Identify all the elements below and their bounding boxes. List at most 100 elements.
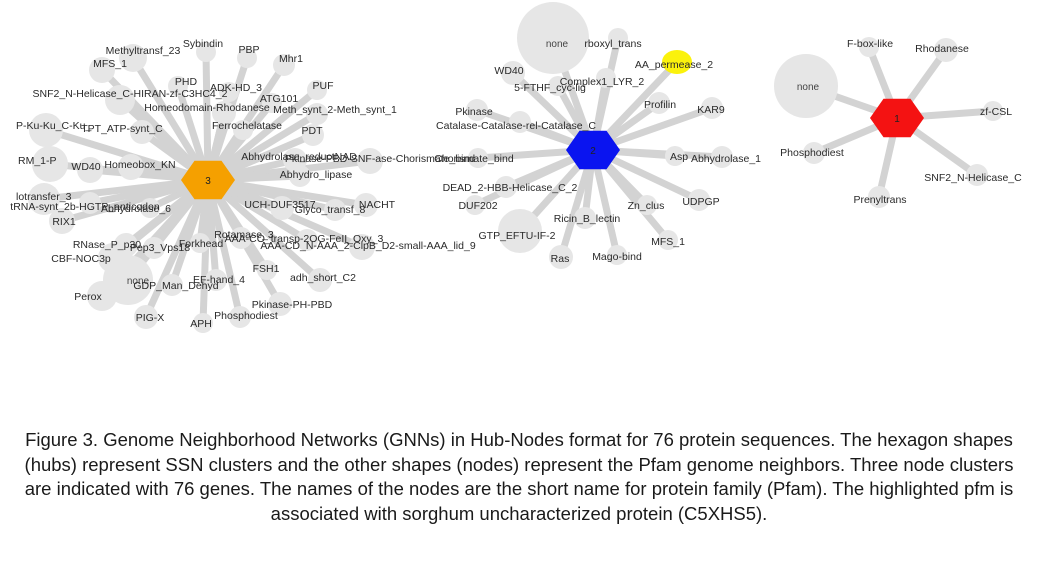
node-trna-synt-2b-hgtp-anticodon	[79, 192, 101, 214]
node-none	[517, 2, 589, 74]
node-sybindin	[196, 42, 216, 62]
node-ras	[549, 245, 573, 269]
node-label-zf-csl: zf-CSL	[980, 106, 1012, 118]
node-meth-synt-2-meth-synt-1	[306, 103, 328, 125]
node-label-udpgp: UDPGP	[682, 196, 719, 208]
node-profilin	[648, 92, 670, 114]
edge-c3-sybindin	[202, 48, 212, 184]
node-wd40	[77, 157, 103, 183]
node-label-nacht: NACHT	[359, 199, 396, 211]
node-label-abhydrolase-reductnad: Abhydrolase_reductNAD	[241, 151, 357, 163]
node-label-rnase-p-p30: RNase_P_p30	[73, 239, 141, 251]
node-label-mhr1: Mhr1	[279, 53, 303, 65]
node-label-asp: Asp	[670, 151, 688, 163]
node-label-abhydrolase-6: Abhydrolase_6	[101, 203, 171, 215]
node-label-trna-synt-2b-hgtp-anticodon: tRNA-synt_2b-HGTP_anticodon	[10, 201, 160, 213]
node-label-uch-duf3517: UCH-DUF3517	[244, 199, 315, 211]
node-label-phosphodiest: Phosphodiest	[780, 147, 844, 159]
node-label-sybindin: Sybindin	[183, 38, 223, 50]
node-label-pkinase-ph-pbd: Pkinase-PH-PBD	[252, 299, 333, 311]
node-label-glyco-transf-8: Glyco_transf_8	[295, 204, 366, 216]
node-nacht	[354, 193, 378, 217]
node-atg101	[262, 93, 282, 113]
node-forkhead	[190, 233, 210, 253]
node-label-ef-hand-4: EF-hand_4	[193, 274, 245, 286]
node-glyco-transf-8	[324, 199, 346, 221]
node-rhodanese	[934, 38, 958, 62]
network-hubs: 321	[181, 98, 924, 200]
node-none	[774, 54, 838, 118]
node-puf	[307, 80, 327, 100]
node-label-cbf-noc3p: CBF-NOC3p	[51, 253, 111, 265]
node-label-lotransfer-3: lotransfer_3	[16, 191, 72, 203]
node-aaa-co-transp-2og-feii-oxy-3	[296, 229, 318, 251]
node-label-p-ku-ku-c-ku: P-Ku-Ku_C-Ku_	[16, 120, 91, 132]
edge-c3-rix1	[58, 176, 212, 225]
node-label-catalase-catalase-rel-catalase-c: Catalase-Catalase-rel-Catalase_C	[436, 120, 596, 132]
hub-hexagon-c2	[566, 130, 620, 170]
node-label-f-box-like: F-box-like	[847, 38, 893, 50]
node-rix1	[49, 208, 75, 234]
node-uch-duf3517	[270, 196, 294, 220]
node-label-complex1-lyr-2: Complex1_LYR_2	[560, 76, 645, 88]
node-label-aph: APH	[190, 318, 212, 330]
node-kar9	[701, 97, 723, 119]
node-label-adh-short-c2: adh_short_C2	[290, 272, 356, 284]
node-homeodomain-rhodanese	[212, 101, 236, 125]
node-label-gdp-man-dehyd: GDP_Man_Dehyd	[133, 280, 218, 292]
node-adk-hd-3	[219, 82, 239, 102]
node-pkinase-ph-pbd	[268, 292, 292, 316]
node-label-prenyltrans: Prenyltrans	[853, 194, 906, 206]
node-phosphodiest	[803, 142, 825, 164]
node-label-abhydro-lipase: Abhydro_lipase	[280, 169, 353, 181]
hub-label-c2: 2	[590, 146, 596, 157]
node-label-phosphodiest: Phosphodiest	[214, 310, 278, 322]
node-mago-bind	[607, 245, 627, 265]
node-rboxyl-trans	[608, 28, 628, 48]
node-label-gtp-eftu-if-2: GTP_EFTU-IF-2	[478, 230, 555, 242]
node-label-rotamase-3: Rotamase_3	[214, 229, 274, 241]
node-pkinase	[466, 99, 488, 121]
node-label-fsh1: FSH1	[253, 263, 280, 275]
node-label-homeobox-kn: Homeobox_KN	[104, 159, 175, 171]
node-f-box-like	[859, 37, 879, 57]
node-homeobox-kn	[118, 154, 144, 180]
node-complex1-lyr-2	[596, 68, 616, 88]
node-snf2-n-helicase-c	[966, 164, 988, 186]
node-ferrochelatase	[233, 120, 253, 140]
node-duf202	[465, 195, 485, 215]
node-rm-1-p	[32, 146, 68, 182]
node-mfs-1	[658, 230, 678, 250]
node-dead-2-hbb-helicase-c-2	[495, 176, 517, 198]
node-pep3-vps18	[143, 237, 165, 259]
figure-caption: Figure 3. Genome Neighborhood Networks (…	[24, 429, 1014, 524]
node-pbp	[237, 48, 257, 68]
node-catalase-catalase-rel-catalase-c	[509, 111, 531, 133]
node-phd	[168, 76, 188, 96]
hub-hexagon-c1	[870, 98, 924, 138]
edge-c3-adh-short-c2	[204, 176, 324, 284]
node-label-pbp: PBP	[238, 44, 259, 56]
node-gtp-eftu-if-2	[498, 209, 542, 253]
node-label-methyltransf-23: Methyltransf_23	[106, 45, 181, 57]
node-mhr1	[273, 54, 295, 76]
node-abhydrolase-1	[711, 146, 733, 168]
node-label-snf2-n-helicase-c-hiran-zf-c3hc4-2: SNF2_N-Helicase_C-HIRAN-zf-C3HC4_2	[33, 88, 228, 100]
node-label-pep3-vps18: Pep3_Vps18	[130, 242, 190, 254]
node-label-perox: Perox	[74, 291, 102, 303]
node-label-mfs-1: MFS_1	[651, 236, 685, 248]
node-label-dead-2-hbb-helicase-c-2: DEAD_2-HBB-Helicase_C_2	[443, 182, 578, 194]
node-label-forkhead: Forkhead	[179, 238, 224, 250]
node-abhydro-lipase	[289, 165, 311, 187]
node-pig-x	[134, 305, 158, 329]
node-label-aa-permease-2: AA_permease_2	[635, 59, 713, 71]
hub-label-c1: 1	[894, 114, 900, 125]
node-label-wd40: WD40	[494, 65, 523, 77]
node-label-meth-synt-2-meth-synt-1: Meth_synt_2-Meth_synt_1	[273, 104, 397, 116]
node-label-atg101: ATG101	[260, 93, 298, 105]
node-zf-csl	[983, 101, 1003, 121]
node-label-kar9: KAR9	[697, 104, 725, 116]
node-label-mago-bind: Mago-bind	[592, 251, 642, 263]
node-label-ricin-b-lectin: Ricin_B_lectin	[554, 213, 621, 225]
